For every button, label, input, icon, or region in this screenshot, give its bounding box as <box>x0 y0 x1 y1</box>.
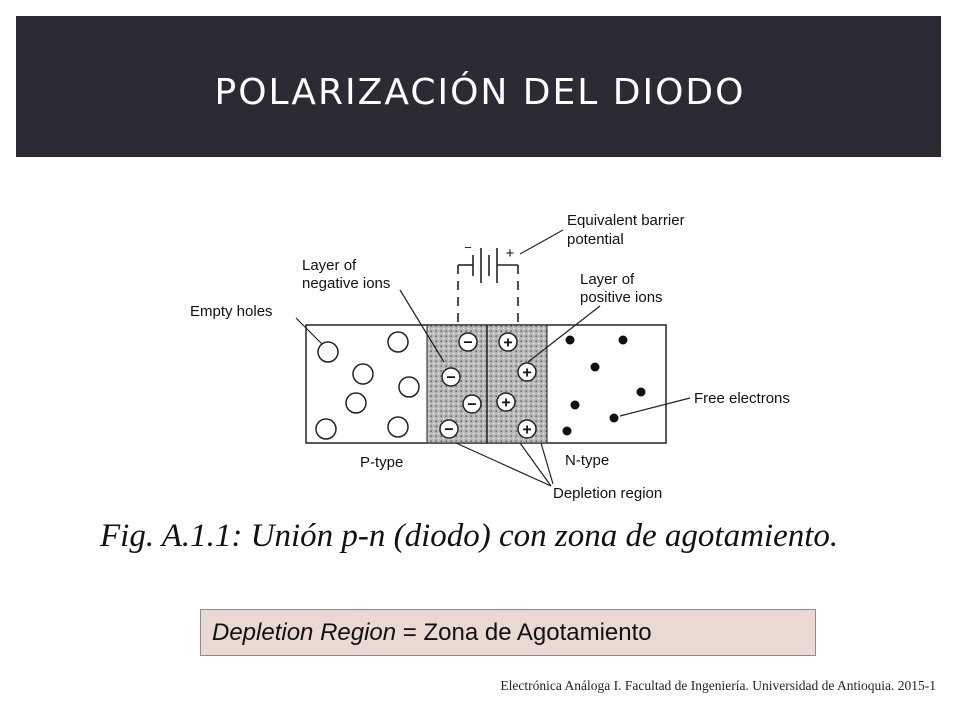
svg-text:+: + <box>522 365 531 382</box>
svg-text:−: − <box>444 422 453 439</box>
svg-text:−: − <box>463 335 472 352</box>
electron <box>636 387 646 397</box>
label-p-type: P-type <box>360 454 403 471</box>
definition-term: Depletion Region <box>212 619 397 646</box>
electron <box>609 413 619 423</box>
electron <box>565 335 575 345</box>
svg-text:−: − <box>467 397 476 414</box>
svg-text:+: + <box>522 422 531 439</box>
label-n-type: N-type <box>565 452 609 469</box>
definition-box: Depletion Region = Zona de Agotamiento <box>200 609 816 656</box>
hole <box>387 331 409 353</box>
electron <box>590 362 600 372</box>
label-free-electrons: Free electrons <box>694 390 790 407</box>
battery-minus-sign: − <box>464 240 472 255</box>
hole <box>398 376 420 398</box>
negative-ion: − <box>458 332 478 352</box>
label-equivalent-barrier: Equivalent barrier <box>567 212 685 229</box>
positive-ion: + <box>517 419 537 439</box>
title-bar <box>16 16 941 157</box>
label-depletion-region: Depletion region <box>553 485 662 502</box>
electron <box>562 426 572 436</box>
label-potential: potential <box>567 231 624 248</box>
slide-footer: Electrónica Análoga I. Facultad de Ingen… <box>500 678 936 693</box>
positive-ion: + <box>498 332 518 352</box>
negative-ion: − <box>441 367 461 387</box>
empty-holes <box>315 331 420 440</box>
figure-caption: Fig. A.1.1: Unión p-n (diodo) con zona d… <box>100 518 839 554</box>
svg-text:+: + <box>503 335 512 352</box>
hole <box>317 341 339 363</box>
electron <box>570 400 580 410</box>
battery-symbol <box>457 248 519 322</box>
hole <box>387 416 409 438</box>
hole <box>345 392 367 414</box>
label-layer-negative-1: Layer of <box>302 257 357 274</box>
definition-text: = Zona de Agotamiento <box>396 619 652 646</box>
label-layer-positive-1: Layer of <box>580 271 635 288</box>
negative-ions: − − − − <box>439 332 482 439</box>
label-layer-negative-2: negative ions <box>302 275 390 292</box>
positive-ion: + <box>496 392 516 412</box>
hole <box>315 418 337 440</box>
svg-text:+: + <box>501 395 510 412</box>
hole <box>352 363 374 385</box>
positive-ion: + <box>517 362 537 382</box>
leader-lines <box>295 229 691 487</box>
electron <box>618 335 628 345</box>
negative-ion: − <box>439 419 459 439</box>
label-empty-holes: Empty holes <box>190 303 273 320</box>
label-layer-positive-2: positive ions <box>580 289 663 306</box>
slide-title: POLARIZACIÓN DEL DIODO <box>214 72 746 113</box>
battery-plus-sign: + <box>506 245 515 262</box>
svg-text:−: − <box>446 370 455 387</box>
free-electrons <box>562 335 646 436</box>
negative-ion: − <box>462 394 482 414</box>
positive-ions: + + + + <box>496 332 537 439</box>
